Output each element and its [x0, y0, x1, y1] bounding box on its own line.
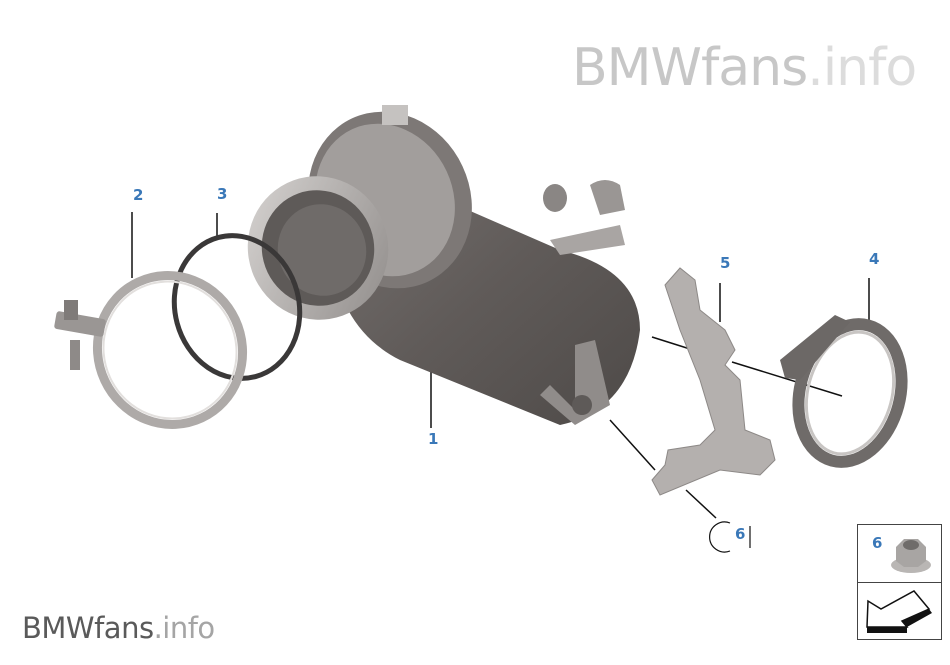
watermark-top: BMWfans.info	[572, 42, 917, 94]
watermark-brand: BMWfans	[22, 611, 154, 645]
part-4-v-band-clamp	[780, 315, 908, 468]
part-5-bracket	[651, 267, 776, 496]
part-3-sealing-ring	[171, 233, 303, 381]
callout-4[interactable]: 4	[869, 250, 880, 268]
legend-item-6[interactable]: 6	[858, 525, 941, 583]
watermark-suffix: .info	[153, 611, 216, 645]
part-1-catalytic-converter	[247, 105, 640, 425]
legend-box: 6	[857, 524, 942, 640]
watermark-suffix: .info	[807, 38, 917, 98]
legend-item-label: 6	[872, 534, 883, 552]
callout-6-circle	[709, 521, 731, 553]
callout-2[interactable]: 2	[133, 186, 144, 204]
leader-lines	[131, 212, 870, 519]
watermark-brand: BMWfans	[572, 38, 808, 98]
callout-6[interactable]: 6	[735, 525, 746, 543]
hex-nut-icon	[891, 539, 931, 573]
callout-5[interactable]: 5	[720, 254, 731, 272]
direction-arrow-icon[interactable]	[862, 587, 937, 635]
part-2-v-band-clamp	[54, 271, 248, 429]
watermark-bottom: BMWfans.info	[22, 614, 215, 643]
callout-1[interactable]: 1	[428, 430, 439, 448]
callout-3[interactable]: 3	[217, 185, 228, 203]
